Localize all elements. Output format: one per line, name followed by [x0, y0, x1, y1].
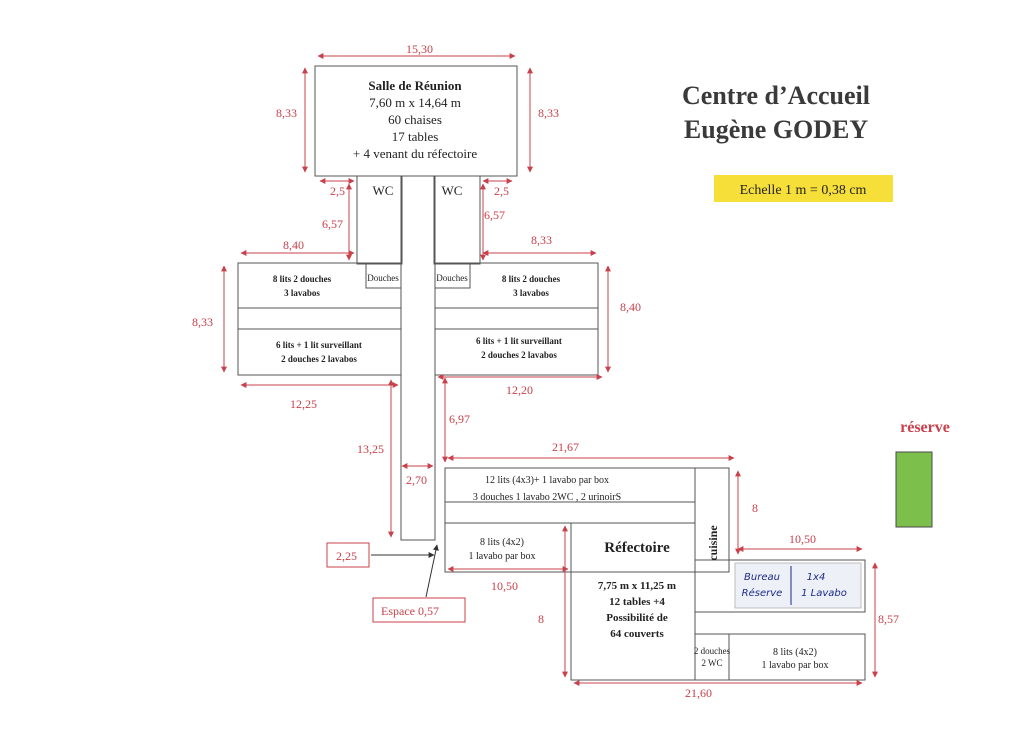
dim-dorm-right-h: 8,40 — [620, 300, 641, 314]
box-225 — [326, 542, 370, 568]
south-douches-line1: 2 douches — [694, 646, 731, 656]
refectoire-size: 7,75 m x 11,25 m — [598, 580, 676, 592]
east-wing-top: 12 lits (4x3)+ 1 lavabo par box — [485, 475, 609, 486]
west-top-line1: 8 lits 2 douches — [273, 274, 332, 284]
bureau-line1: Bureau — [744, 572, 780, 583]
dim-top: 15,30 — [406, 42, 433, 56]
east-small-line2: 1 lavabo par box — [469, 551, 536, 562]
east-top-line2: 3 lavabos — [513, 288, 549, 298]
west-dorm-corridor — [237, 307, 402, 330]
dim-meet-left: 8,33 — [276, 106, 297, 120]
douches-left-label: Douches — [367, 273, 399, 283]
dim-dorm-right-w: 8,33 — [531, 233, 552, 247]
refectoire-title: Réfectoire — [604, 540, 670, 556]
dim-meet-right: 8,33 — [538, 106, 559, 120]
dim-east-w: 21,67 — [552, 440, 579, 454]
bureau-right-line1: 1x4 — [807, 572, 826, 583]
bureau-line2: Réserve — [742, 587, 783, 599]
bureau-right-line2: 1 Lavabo — [801, 588, 847, 599]
dim-east-h: 8 — [752, 501, 758, 515]
reserve-label: réserve — [900, 419, 950, 436]
dim-corridor-h2: 6,97 — [449, 412, 470, 426]
refectoire-possibility: Possibilité de — [606, 612, 668, 624]
east-bottom-line2: 2 douches 2 lavabos — [481, 350, 557, 360]
dim-wc-right-h: 6,57 — [484, 208, 505, 222]
meeting-tables: 17 tables — [392, 129, 439, 144]
west-bottom-line2: 2 douches 2 lavabos — [281, 354, 357, 364]
dim-kitchen-w: 10,50 — [789, 532, 816, 546]
dim-ref-w: 10,50 — [491, 579, 518, 593]
dim-wc-right: 2,5 — [494, 184, 509, 198]
dim-dorm-left-bottom: 12,25 — [290, 397, 317, 411]
scale-badge — [714, 175, 893, 202]
dim-ref-h: 8 — [538, 612, 544, 626]
dim-corridor-w: 2,70 — [406, 473, 427, 487]
wc-right-label: WC — [442, 183, 463, 198]
dimension-lines — [221, 53, 878, 686]
south-room-line1: 8 lits (4x2) — [773, 647, 817, 658]
dimension-labels: 15,30 8,33 8,33 2,5 2,5 6,57 6,57 8,40 8… — [192, 42, 899, 700]
east-wing-corridor — [444, 501, 696, 524]
bureau-sketch — [734, 562, 862, 609]
title-line1: Centre d’Accueil — [682, 81, 870, 110]
annotation-boxes: 2,25 Espace 0,57 — [326, 542, 466, 623]
box-espace — [372, 597, 466, 623]
title-line2: Eugène GODEY — [684, 115, 868, 144]
west-top-line2: 3 lavabos — [284, 288, 320, 298]
east-top-line1: 8 lits 2 douches — [502, 274, 561, 284]
dim-dorm-left-w: 8,40 — [283, 238, 304, 252]
bureau-room — [694, 559, 866, 613]
douches-right-label: Douches — [436, 273, 468, 283]
meeting-title: Salle de Réunion — [368, 78, 462, 93]
box-225-label: 2,25 — [336, 549, 357, 563]
dim-corridor-h: 13,25 — [357, 442, 384, 456]
dim-dorm-right-bottom: 12,20 — [506, 383, 533, 397]
refectoire-tables: 12 tables +4 — [609, 596, 665, 608]
dim-south-w: 21,60 — [685, 686, 712, 700]
meeting-extra: + 4 venant du réfectoire — [353, 146, 478, 161]
douches-right — [434, 262, 471, 289]
wc-left-label: WC — [373, 183, 394, 198]
douches-left — [365, 262, 402, 289]
dim-wc-left-h: 6,57 — [322, 217, 343, 231]
box-espace-label: Espace 0,57 — [381, 604, 439, 618]
south-room-line2: 1 lavabo par box — [762, 660, 829, 671]
dim-dorm-left-h: 8,33 — [192, 315, 213, 329]
east-small-line1: 8 lits (4x2) — [480, 537, 524, 548]
south-douches-line2: 2 WC — [701, 658, 722, 668]
scale-label: Echelle 1 m = 0,38 cm — [740, 183, 867, 198]
wc-left — [356, 175, 403, 265]
room-labels: Salle de Réunion 7,60 m x 14,64 m 60 cha… — [273, 78, 847, 671]
east-bottom-line1: 6 lits + 1 lit surveillant — [476, 336, 562, 346]
refectoire-covers: 64 couverts — [610, 628, 664, 640]
meeting-chairs: 60 chaises — [388, 112, 442, 127]
dim-south-h: 8,57 — [878, 612, 899, 626]
meeting-size: 7,60 m x 14,64 m — [369, 95, 461, 110]
dim-wc-left: 2,5 — [330, 184, 345, 198]
kitchen — [694, 467, 730, 573]
west-bottom-line1: 6 lits + 1 lit surveillant — [276, 340, 362, 350]
east-dorm-corridor — [434, 307, 599, 330]
reserve-area — [895, 451, 933, 528]
south-douches — [694, 633, 730, 681]
cuisine-label: cuisine — [706, 525, 720, 561]
east-wing-mid: 3 douches 1 lavabo 2WC , 2 urinoirS — [473, 492, 621, 503]
walls — [237, 65, 866, 681]
